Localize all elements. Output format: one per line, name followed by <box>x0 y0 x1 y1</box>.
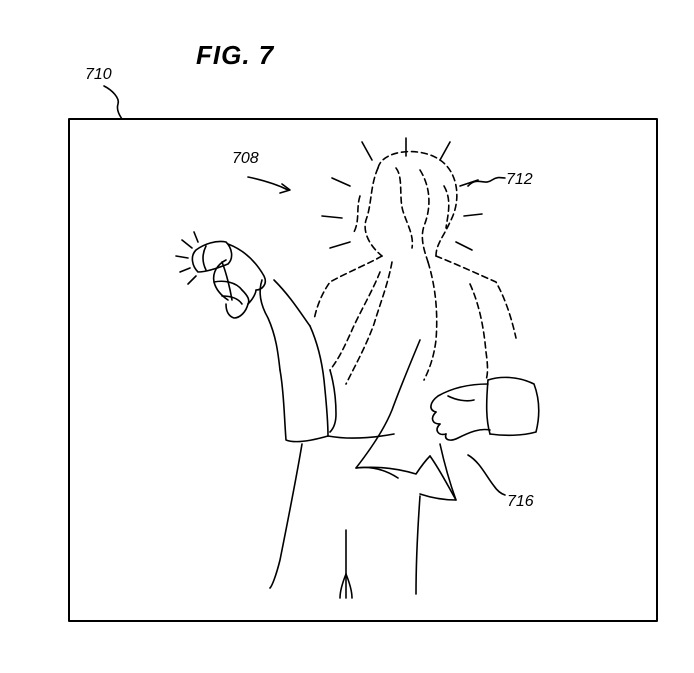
virtual-figure-outline <box>313 150 517 385</box>
device-light-rays <box>175 231 199 285</box>
handheld-device <box>191 240 233 301</box>
leader-arrowhead-scene <box>279 183 291 194</box>
leader-line-frame <box>103 85 123 120</box>
ref-numeral-scene: 708 <box>232 150 259 167</box>
display-frame <box>68 118 658 622</box>
ref-numeral-garment: 716 <box>507 493 534 510</box>
leader-arrow-scene <box>247 176 289 191</box>
aura-rays <box>321 137 483 251</box>
leader-line-garment <box>467 454 506 496</box>
ref-numeral-frame: 710 <box>85 66 112 83</box>
hand-with-device <box>212 243 267 319</box>
figure-title: FIG. 7 <box>196 40 275 70</box>
person-outline <box>259 279 540 599</box>
ref-numeral-aura: 712 <box>506 171 533 188</box>
